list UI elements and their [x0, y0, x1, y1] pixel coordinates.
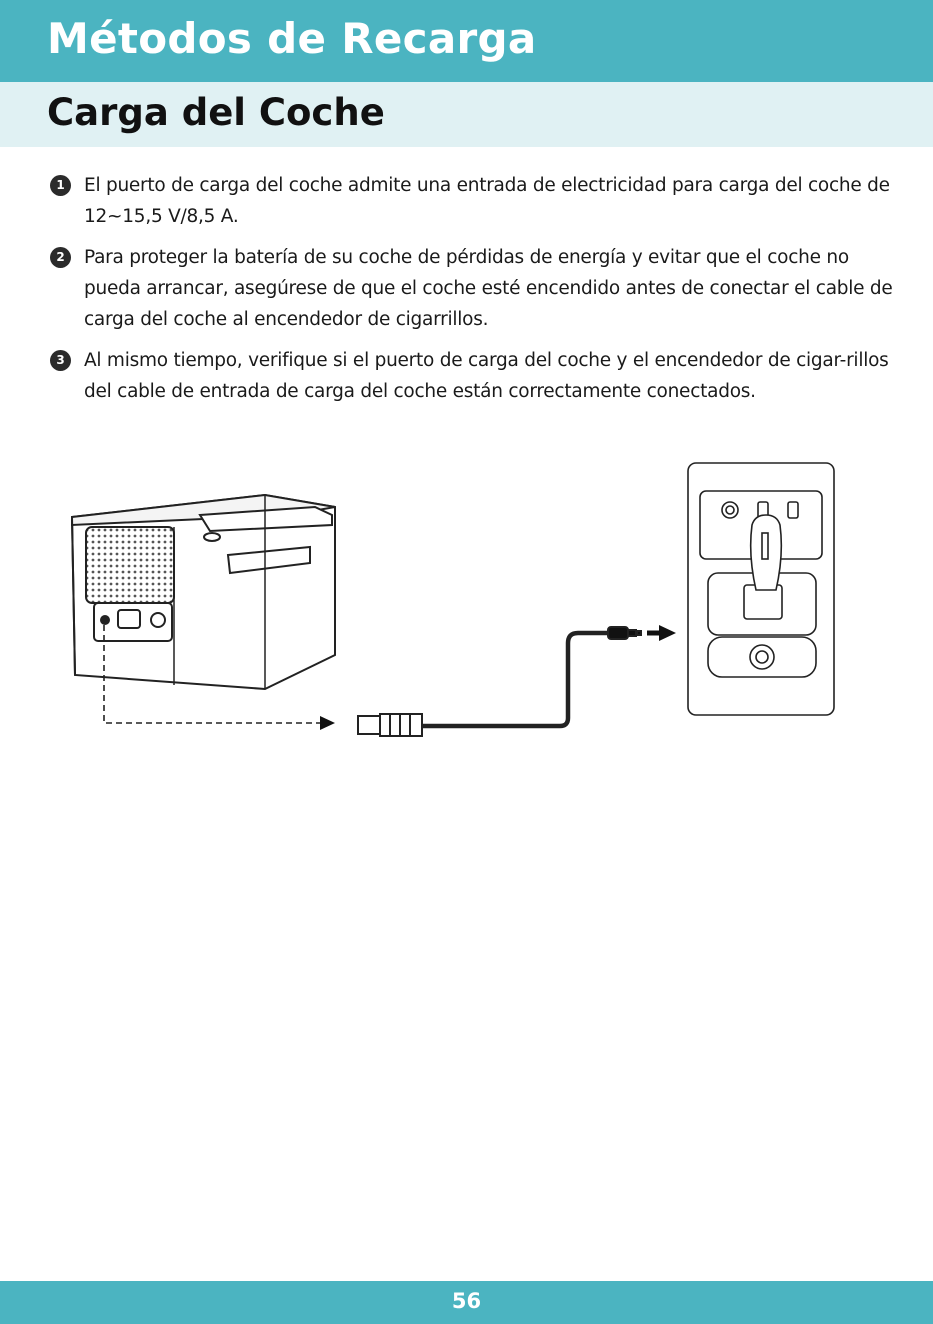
page-title: Métodos de Recarga [47, 14, 537, 63]
step-text: El puerto de carga del coche admite una … [84, 175, 890, 227]
step-number-badge: 1 [50, 175, 71, 196]
steps-list: 1 El puerto de carga del coche admite un… [48, 170, 908, 417]
title-bar: Métodos de Recarga [0, 0, 933, 82]
cable-insert-arrow [647, 625, 676, 641]
step-text: Al mismo tiempo, verifique si el puerto … [84, 350, 889, 402]
step-number-badge: 3 [50, 350, 71, 371]
footer-bar: 56 [0, 1281, 933, 1324]
power-station-image [70, 493, 336, 691]
step-item: 2 Para proteger la batería de su coche d… [48, 242, 908, 335]
dashed-connection-arrow [103, 625, 335, 730]
step-text: Para proteger la batería de su coche de … [84, 247, 893, 330]
section-subtitle: Carga del Coche [47, 91, 385, 134]
car-charging-illustration [70, 462, 835, 737]
car-center-console-image [687, 462, 835, 716]
car-charging-cable-image [357, 626, 642, 737]
step-item: 3 Al mismo tiempo, verifique si el puert… [48, 345, 908, 407]
subtitle-bar: Carga del Coche [0, 82, 933, 147]
step-item: 1 El puerto de carga del coche admite un… [48, 170, 908, 232]
page-number: 56 [451, 1289, 482, 1313]
step-number-badge: 2 [50, 247, 71, 268]
